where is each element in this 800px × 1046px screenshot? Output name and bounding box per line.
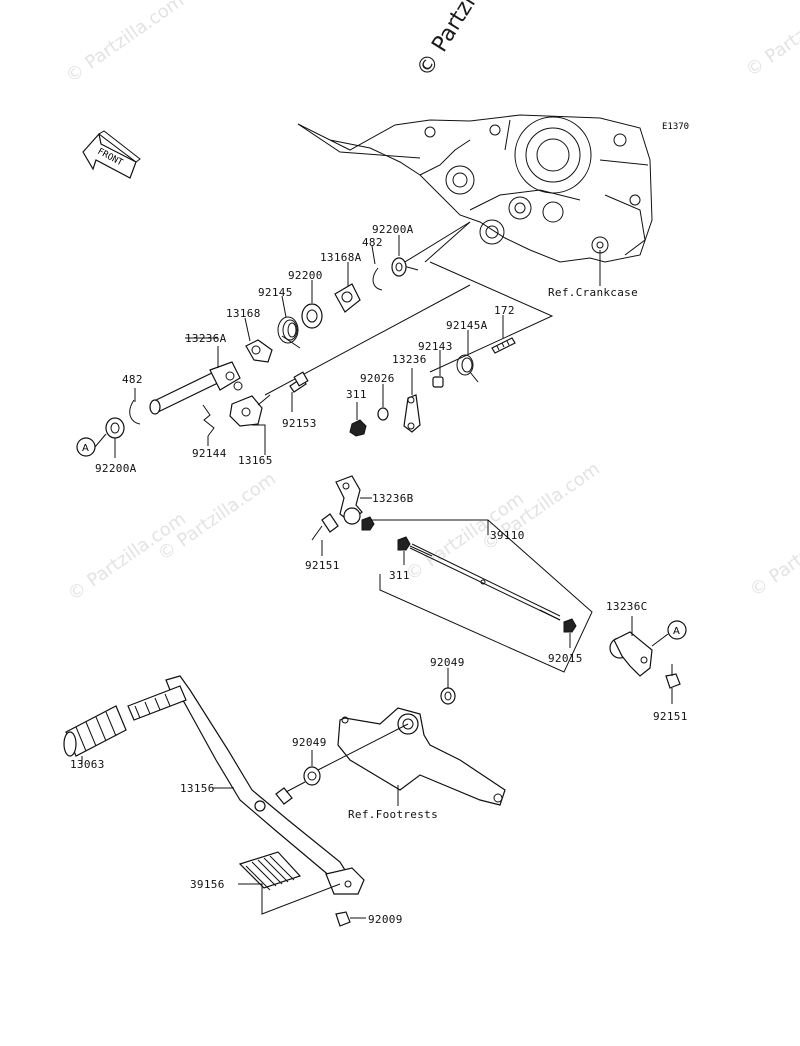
- plate-13165: [229, 394, 271, 455]
- label-13168[interactable]: 13168: [226, 307, 261, 320]
- label-92049-mid[interactable]: 92049: [292, 736, 327, 749]
- part-13168: [244, 317, 273, 363]
- diagram-code: E1370: [662, 122, 689, 132]
- label-13165[interactable]: 13165: [238, 454, 273, 467]
- label-92145a[interactable]: 92145A: [446, 319, 488, 332]
- label-ref-crankcase[interactable]: Ref.Crankcase: [548, 286, 638, 299]
- label-92151-left[interactable]: 92151: [305, 559, 340, 572]
- label-92200a-top[interactable]: 92200A: [372, 223, 414, 236]
- label-482-top[interactable]: 482: [362, 236, 383, 249]
- front-arrow-icon: FRONT: [82, 130, 141, 179]
- footrest-bracket: [317, 707, 506, 806]
- label-39110[interactable]: 39110: [490, 529, 525, 542]
- label-92049-top[interactable]: 92049: [430, 656, 465, 669]
- crankcase-drawing: [297, 114, 653, 286]
- pad-39156: [238, 851, 341, 915]
- lever-13236c: [609, 616, 669, 677]
- label-92153[interactable]: 92153: [282, 417, 317, 430]
- label-482-left[interactable]: 482: [122, 373, 143, 386]
- marker-a-right: A: [673, 626, 680, 637]
- label-311-top[interactable]: 311: [346, 388, 367, 401]
- label-92015[interactable]: 92015: [548, 652, 583, 665]
- bolt-92151-right: [665, 664, 681, 704]
- label-13168a[interactable]: 13168A: [320, 251, 362, 264]
- bolt-92151-left: [311, 513, 339, 556]
- marker-a-left: A: [82, 443, 89, 454]
- label-172[interactable]: 172: [494, 304, 515, 317]
- spring-92145: [277, 295, 301, 349]
- label-311-mid[interactable]: 311: [389, 569, 410, 582]
- label-92151-right[interactable]: 92151: [653, 710, 688, 723]
- label-92143[interactable]: 92143: [418, 340, 453, 353]
- label-92200[interactable]: 92200: [288, 269, 323, 282]
- label-39156[interactable]: 39156: [190, 878, 225, 891]
- shift-shaft-13236a: [149, 337, 243, 415]
- label-ref-footrests[interactable]: Ref.Footrests: [348, 808, 438, 821]
- pin-172: [491, 315, 516, 354]
- label-92144[interactable]: 92144: [192, 447, 227, 460]
- part-13168a: [334, 262, 361, 313]
- label-92200a-left[interactable]: 92200A: [95, 462, 137, 475]
- label-92026[interactable]: 92026: [360, 372, 395, 385]
- label-92145[interactable]: 92145: [258, 286, 293, 299]
- lever-13236: [403, 368, 421, 433]
- label-13236a[interactable]: 13236A: [185, 332, 227, 345]
- label-13236c[interactable]: 13236C: [606, 600, 648, 613]
- bolt-92153: [289, 371, 309, 412]
- spring-92145a: [456, 330, 479, 383]
- label-13156[interactable]: 13156: [180, 782, 215, 795]
- washer-92200a-top: [391, 257, 407, 277]
- rubber-13063: [63, 705, 127, 764]
- label-13063[interactable]: 13063: [70, 758, 105, 771]
- rod-39110: [372, 519, 593, 673]
- label-13236[interactable]: 13236: [392, 353, 427, 366]
- label-92009[interactable]: 92009: [368, 913, 403, 926]
- label-13236b[interactable]: 13236B: [372, 492, 414, 505]
- lever-13236b: [335, 475, 372, 525]
- shift-pedal-13156: [127, 675, 365, 895]
